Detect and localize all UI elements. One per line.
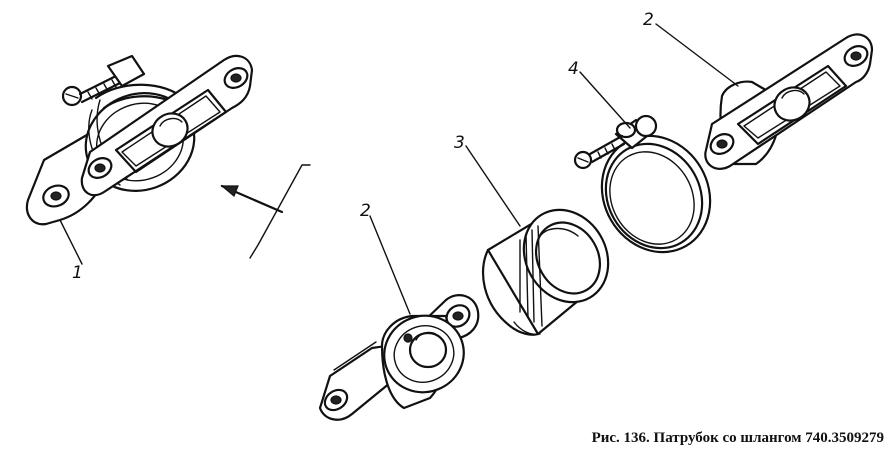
flange-pipe-part-2-upper — [704, 33, 874, 170]
callout-label-2-lower: 2 — [360, 201, 371, 221]
callout-label-1: 1 — [72, 263, 83, 283]
assembled-pipe-part-1 — [25, 54, 254, 226]
callout-label-3: 3 — [454, 133, 465, 153]
figure-caption: Рис. 136. Патрубок со шлангом 740.350927… — [591, 430, 884, 446]
callout-label-2-upper: 2 — [643, 10, 654, 30]
assembly-direction-arrow — [220, 164, 311, 259]
rubber-hose-part-3 — [481, 208, 610, 336]
hose-clamp-part-4 — [573, 114, 712, 254]
branch-pipe-part-2-lower — [318, 294, 480, 421]
callout-label-4: 4 — [568, 59, 579, 79]
callout-leaders — [59, 23, 739, 315]
